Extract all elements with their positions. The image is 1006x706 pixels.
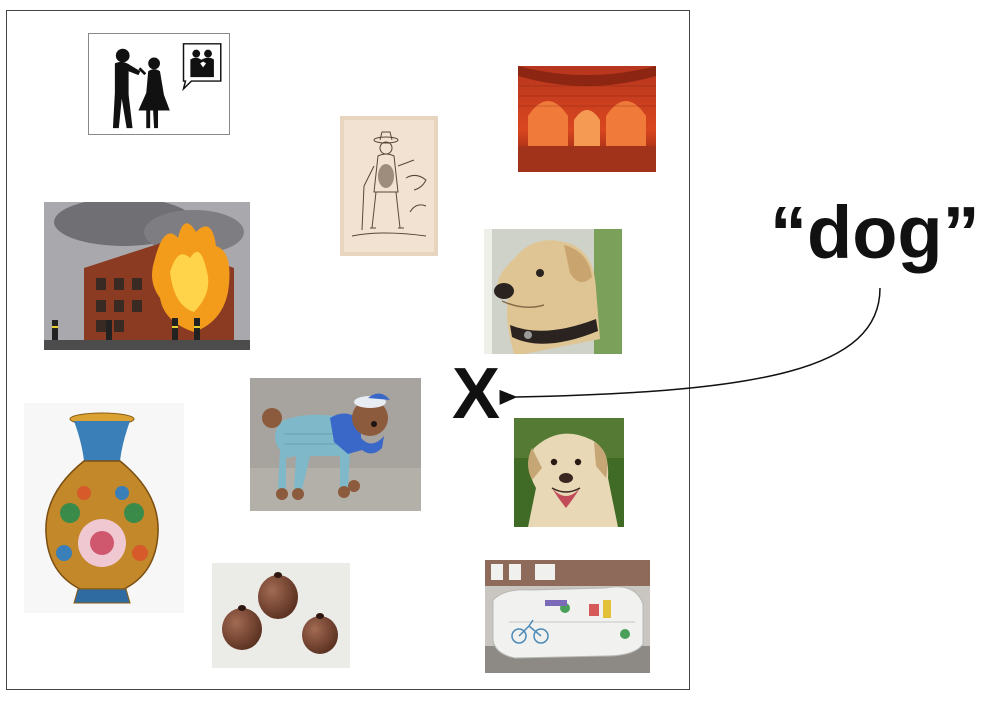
- query-word-dog: “dog”: [770, 191, 980, 274]
- query-embedding-marker: X: [452, 354, 501, 434]
- image-burning-building: [44, 202, 250, 350]
- image-cloisonne-vase: [24, 403, 184, 613]
- image-vintage-sketch: [340, 116, 438, 256]
- image-mosaic-bench: [485, 560, 650, 673]
- image-labrador-portrait: [484, 229, 622, 354]
- image-poodle-in-outfit: [250, 378, 421, 511]
- image-three-nuts: [212, 563, 350, 668]
- image-silhouette-couple: [88, 33, 230, 135]
- image-labrador-on-grass: [514, 418, 624, 527]
- image-brick-vault: [518, 66, 656, 172]
